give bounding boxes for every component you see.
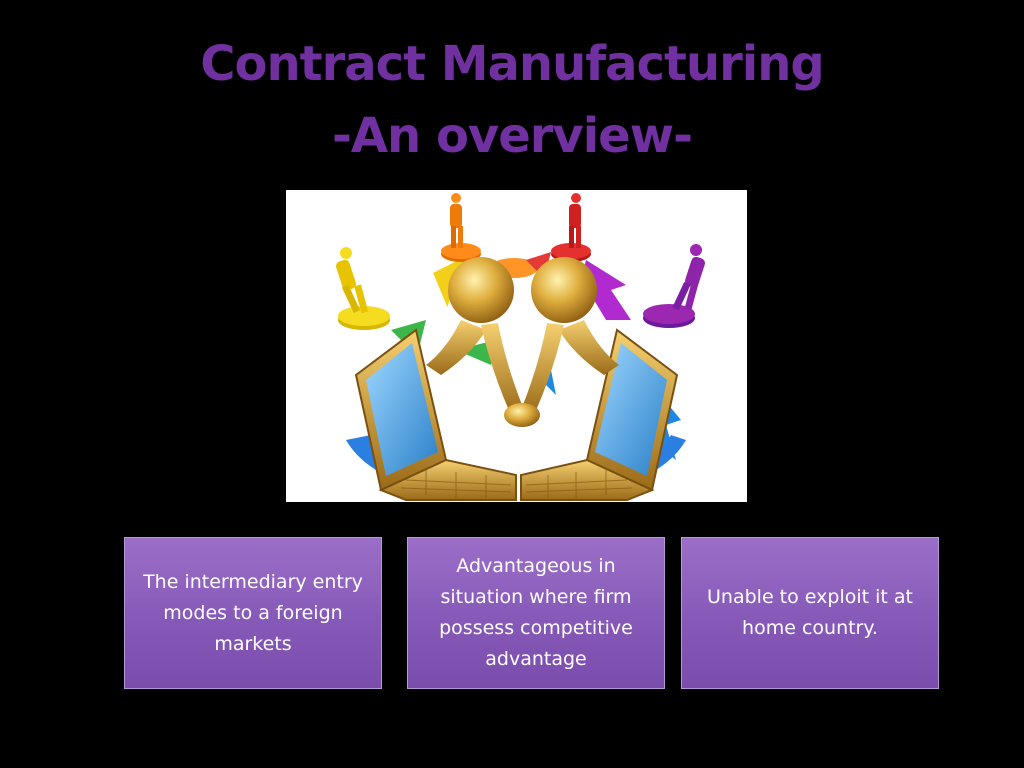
handshake-illustration — [286, 190, 747, 502]
slide-title: Contract Manufacturing -An overview- — [0, 28, 1024, 172]
info-box-text: The intermediary entry modes to a foreig… — [143, 570, 363, 655]
info-box-advantage: Advantageous in situation where firm pos… — [407, 537, 665, 689]
info-box-text: Advantageous in situation where firm pos… — [439, 555, 633, 670]
info-box-entry-modes: The intermediary entry modes to a foreig… — [124, 537, 382, 689]
title-line-2: -An overview- — [331, 108, 693, 164]
handshake-laptops-icon — [336, 193, 705, 501]
info-box-home-country: Unable to exploit it at home country. — [681, 537, 939, 689]
info-box-text: Unable to exploit it at home country. — [707, 586, 913, 639]
title-line-1: Contract Manufacturing — [200, 36, 825, 92]
